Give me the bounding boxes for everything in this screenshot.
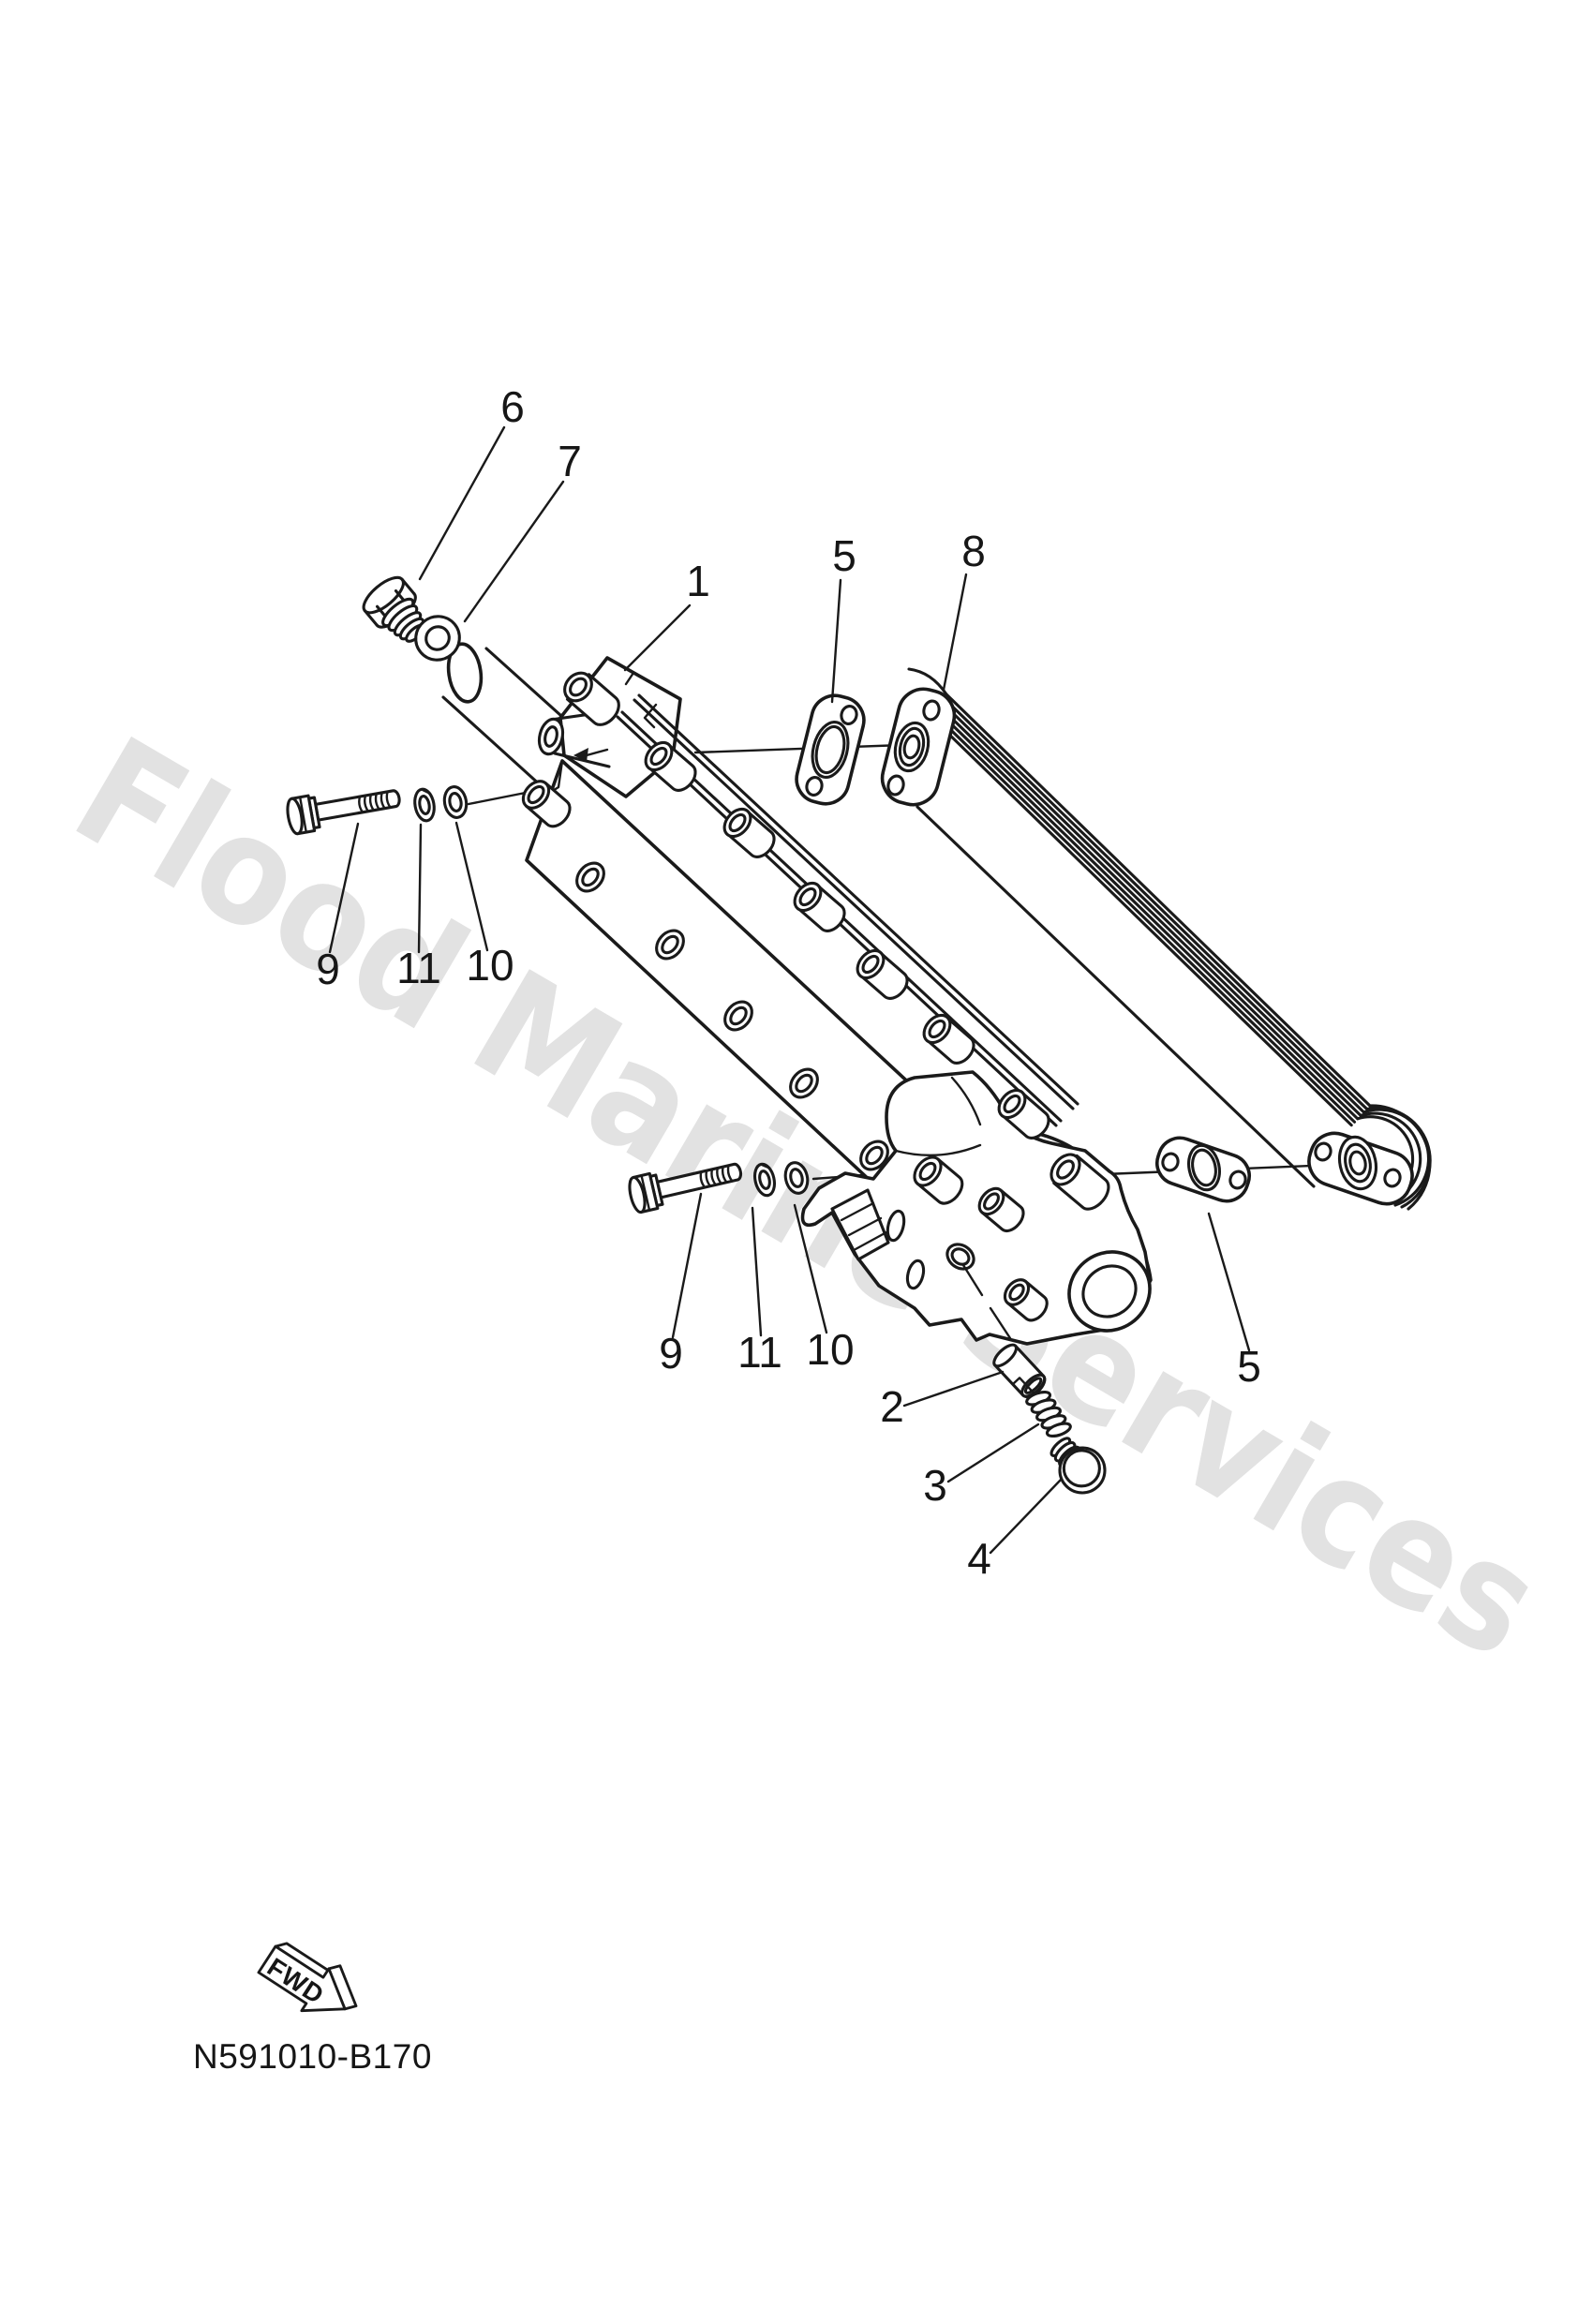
leader-lines [328,425,1251,1555]
diagram-artwork: 6 7 1 5 8 9 11 10 9 11 10 2 3 4 5 FWD N5… [193,382,1432,2076]
part-plunger-2 [992,1343,1047,1398]
pipe-top-boss [563,671,620,726]
part-washer-10b [783,1161,810,1195]
part-bolt-9b [628,1162,743,1214]
pipe-plate-holes [575,861,889,1171]
part-washer-10a [442,785,469,819]
callout-2-label: 2 [880,1382,904,1431]
part-gasket-bottom [1155,1136,1251,1203]
drawing-code: N591010-B170 [193,2037,432,2076]
housing-bracket [830,1188,890,1261]
pipe-rail-bosses [644,740,975,1065]
part-bolt-9a [286,789,401,836]
callout-3-label: 3 [923,1461,947,1510]
callout-4-label: 4 [967,1534,991,1583]
callout-11b-label: 11 [737,1328,782,1377]
callout-5-top-label: 5 [832,531,856,580]
cooler-bottom-flange [1307,1131,1414,1206]
flow-arrow-mark [573,748,609,762]
part-spring-washer-11b [752,1162,777,1198]
part-spring-3 [1025,1390,1072,1438]
callout-9b-label: 9 [659,1329,683,1378]
callout-10a-label: 10 [466,941,514,990]
fwd-direction-arrow: FWD [257,1942,358,2013]
callout-6-label: 6 [500,382,525,431]
part-spring-washer-11a [413,787,436,823]
part-outlet-housing [800,1070,1153,1346]
part-washer-7 [414,615,461,662]
housing-outlet-opening [1067,1250,1152,1333]
part-oil-cooler [880,667,1432,1211]
callout-11a-label: 11 [396,944,441,992]
callout-7-label: 7 [558,437,582,485]
callout-10b-label: 10 [806,1325,854,1374]
pipe-side-boss [521,780,572,828]
part-plug-4 [1050,1437,1107,1495]
part-oil-pipe-assembly [441,642,1079,1199]
callout-1-label: 1 [686,557,710,605]
cooler-top-flange [880,687,957,807]
callout-9a-label: 9 [316,945,340,993]
callout-8-label: 8 [961,527,986,575]
callout-labels: 6 7 1 5 8 9 11 10 9 11 10 2 3 4 5 [316,382,1261,1583]
callout-5-bottom-label: 5 [1237,1342,1261,1391]
part-gasket-top [795,693,866,806]
